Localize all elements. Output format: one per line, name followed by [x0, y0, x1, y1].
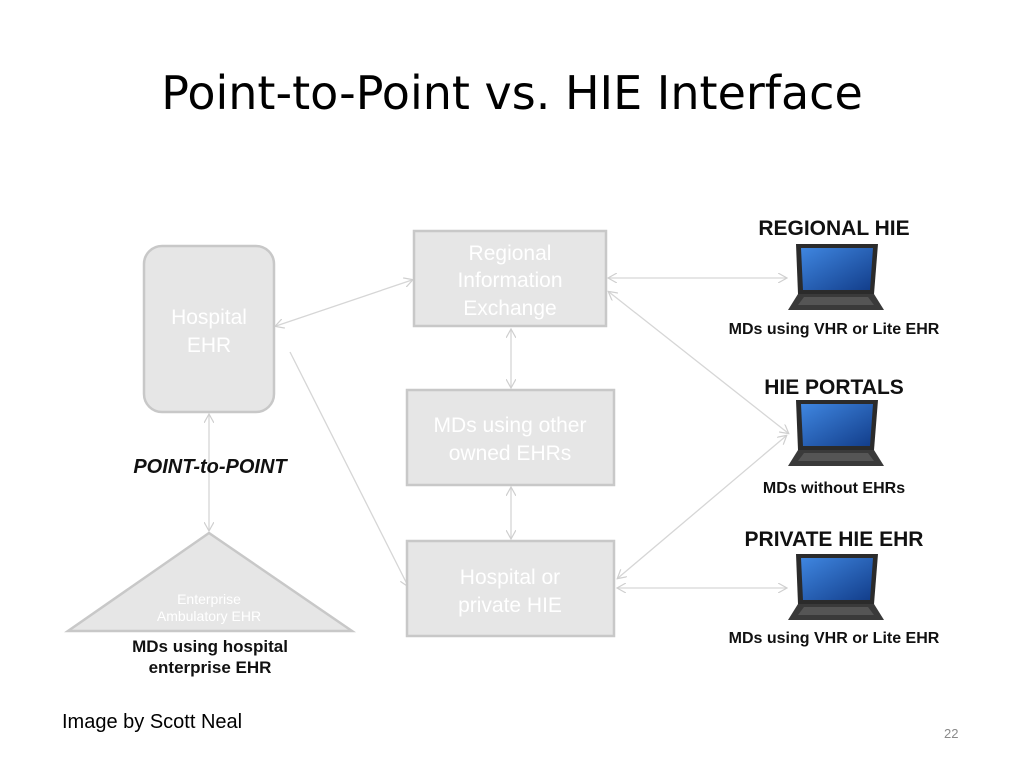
regional-exchange-node: Regional Information Exchange	[412, 229, 608, 328]
regional-exchange-line2: Information	[457, 269, 562, 292]
hospital-private-hie-node: Hospital or private HIE	[405, 539, 616, 638]
endpoint-heading: PRIVATE HIE EHR	[745, 528, 924, 551]
endpoint-hie-portals: HIE PORTALS MDs without EHRs	[763, 376, 905, 497]
enterprise-ehr-triangle: Enterprise Ambulatory EHR	[64, 531, 357, 633]
hospital-ehr-line1: Hospital	[171, 306, 247, 329]
mds-other-ehrs-node: MDs using other owned EHRs	[405, 388, 616, 487]
connection-arrows	[209, 278, 788, 588]
enterprise-caption-line2: enterprise EHR	[149, 658, 272, 677]
arrow-private-to-laptop2	[618, 436, 786, 578]
endpoint-caption: MDs without EHRs	[763, 480, 905, 497]
slide-title: Point-to-Point vs. HIE Interface	[161, 66, 863, 120]
laptop-icon	[788, 400, 884, 466]
enterprise-line2: Ambulatory EHR	[157, 608, 261, 624]
arrow-hospital-to-private-hie	[289, 351, 408, 586]
enterprise-caption-line1: MDs using hospital	[132, 637, 288, 656]
endpoint-heading: REGIONAL HIE	[758, 217, 909, 240]
arrow-hospital-to-regional	[276, 280, 412, 326]
point-to-point-label: POINT-to-POINT	[133, 456, 288, 478]
mds-other-line1: MDs using other	[434, 414, 587, 437]
endpoint-heading: HIE PORTALS	[764, 376, 904, 399]
enterprise-line1: Enterprise	[177, 591, 241, 607]
regional-exchange-line3: Exchange	[463, 297, 556, 320]
hospital-private-line1: Hospital or	[460, 566, 560, 589]
regional-exchange-line1: Regional	[469, 242, 552, 265]
page-number: 22	[944, 726, 959, 741]
endpoint-caption: MDs using VHR or Lite EHR	[729, 630, 940, 647]
endpoint-private-hie-ehr: PRIVATE HIE EHR MDs using VHR or Lite EH…	[729, 528, 940, 647]
mds-other-line2: owned EHRs	[449, 442, 572, 465]
hospital-ehr-node: Hospital EHR	[142, 244, 276, 414]
laptop-icon	[788, 244, 884, 310]
hospital-private-line2: private HIE	[458, 594, 562, 617]
laptop-icon	[788, 554, 884, 620]
endpoint-caption: MDs using VHR or Lite EHR	[729, 321, 940, 338]
endpoint-regional-hie: REGIONAL HIE MDs using VHR or Lite EHR	[729, 217, 940, 338]
hospital-ehr-line2: EHR	[187, 334, 231, 357]
arrow-regional-to-laptop2	[609, 292, 788, 433]
image-credit: Image by Scott Neal	[62, 711, 243, 733]
